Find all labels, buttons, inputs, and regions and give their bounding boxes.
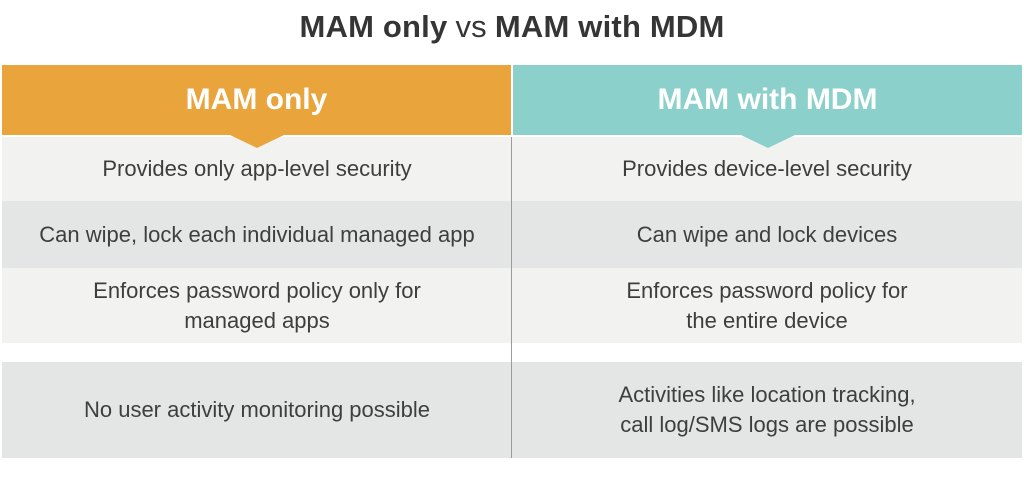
title-mam-with-mdm: MAM with MDM (494, 9, 725, 44)
comparison-table: MAM only MAM with MDM Provides only app-… (2, 65, 1022, 458)
cell-mam-only-wipe-lock-apps: Can wipe, lock each individual managed a… (39, 221, 475, 247)
column-header-mam-with-mdm: MAM with MDM (513, 65, 1022, 148)
table-row: No user activity monitoring possible Act… (2, 362, 1022, 458)
column-divider-line (511, 137, 512, 458)
cell-mam-only-app-level-security: Provides only app-level security (102, 156, 412, 182)
column-header-mam-only: MAM only (2, 65, 511, 148)
table-row: Can wipe, lock each individual managed a… (2, 201, 1022, 268)
down-pointer-icon (229, 135, 284, 148)
cell-mam-with-mdm-activity-tracking: Activities like location tracking, call … (618, 382, 916, 437)
cell-mam-with-mdm-device-level-security: Provides device-level security (622, 156, 912, 182)
cell-mam-with-mdm-wipe-lock-devices: Can wipe and lock devices (636, 221, 898, 247)
title-vs: vs (455, 9, 487, 44)
title-mam-only: MAM only (299, 9, 448, 44)
table-row: Enforces password policy only for manage… (2, 268, 1022, 343)
column-header-mam-only-label: MAM only (185, 83, 328, 116)
cell-mam-only-no-monitoring: No user activity monitoring possible (83, 397, 431, 423)
cell-mam-with-mdm-password-policy: Enforces password policy for the entire … (626, 277, 908, 333)
column-header-mam-with-mdm-label: MAM with MDM (657, 83, 878, 116)
table-header-row: MAM only MAM with MDM (2, 65, 1022, 148)
cell-mam-only-password-policy: Enforces password policy only for manage… (93, 277, 421, 333)
table-row: Provides only app-level security Provide… (2, 137, 1022, 201)
down-pointer-icon (740, 135, 795, 148)
